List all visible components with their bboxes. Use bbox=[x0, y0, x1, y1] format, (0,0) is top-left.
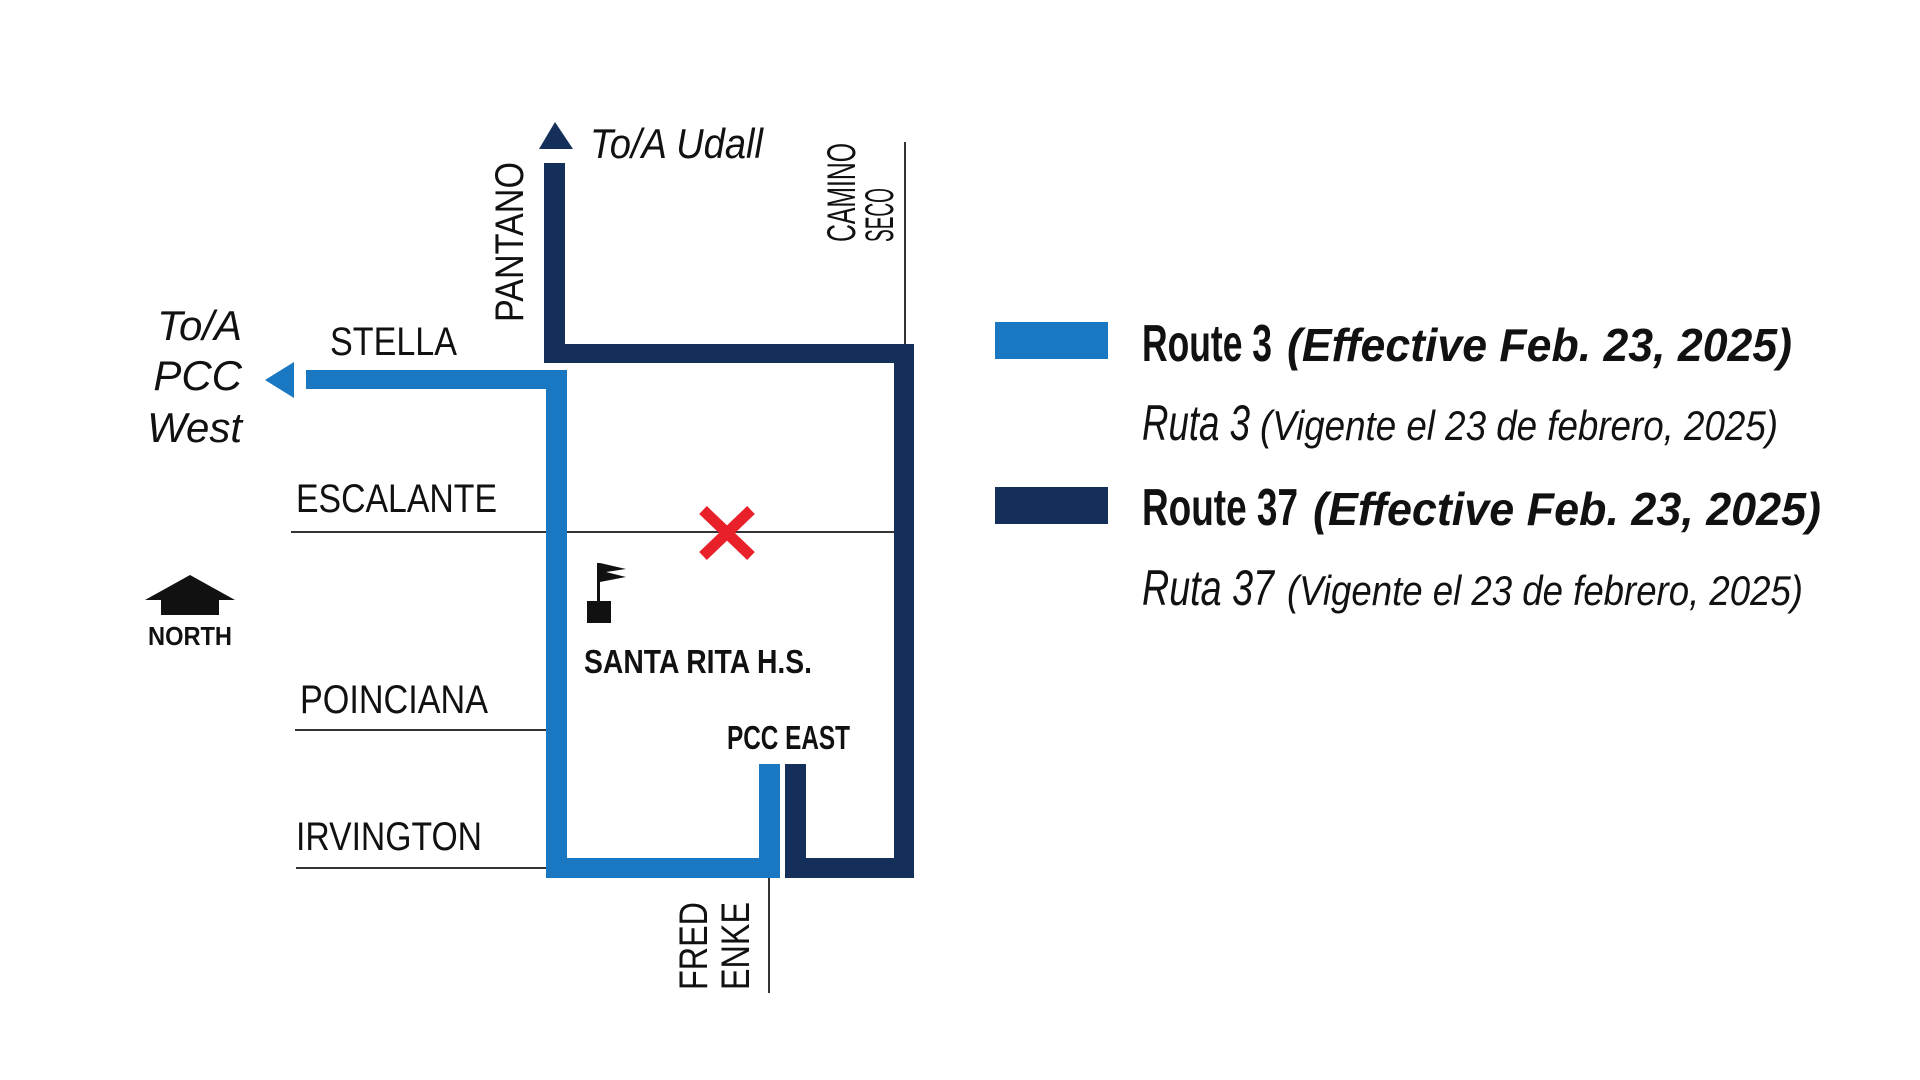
ruta-3-name: Ruta 3 bbox=[1142, 395, 1250, 451]
poinciana-street-label: POINCIANA bbox=[300, 678, 488, 722]
route-3-path bbox=[265, 362, 780, 878]
closure-x-icon bbox=[699, 506, 755, 560]
route-37-title: Route 37 (Effective Feb. 23, 2025) bbox=[1142, 473, 1842, 548]
seco-street-label: SECO bbox=[858, 188, 902, 242]
stella-street-label: STELLA bbox=[330, 320, 457, 364]
ruta-3-subtitle: Ruta 3 (Vigente el 23 de febrero, 2025) bbox=[1142, 392, 1832, 467]
pcc-west-destination-line-3: West bbox=[147, 404, 244, 451]
pcc-east-label: PCC EAST bbox=[727, 719, 850, 756]
route-37-path bbox=[539, 122, 914, 878]
route-37-swatch bbox=[995, 487, 1108, 524]
camino-street-label: CAMINO bbox=[820, 143, 864, 242]
udall-destination-label: To/A Udall bbox=[590, 120, 765, 167]
route-3-title: Route 3 (Effective Feb. 23, 2025) bbox=[1142, 310, 1832, 385]
school-flag-icon bbox=[587, 563, 626, 623]
north-arrow-icon bbox=[145, 575, 235, 615]
route-3-name: Route 3 bbox=[1142, 315, 1272, 373]
fred-street-label: FRED bbox=[672, 902, 716, 990]
irvington-street-label: IRVINGTON bbox=[296, 815, 482, 859]
route-3-effective: (Effective Feb. 23, 2025) bbox=[1287, 319, 1792, 371]
route-3-title-svg: Route 3 (Effective Feb. 23, 2025) bbox=[1142, 315, 1792, 373]
north-label: NORTH bbox=[148, 621, 232, 651]
ruta-37-subtitle: Ruta 37 (Vigente el 23 de febrero, 2025) bbox=[1142, 554, 1842, 629]
enke-street-label: ENKE bbox=[714, 902, 758, 990]
route-37-title-svg: Route 37 (Effective Feb. 23, 2025) bbox=[1142, 479, 1821, 537]
street-lines bbox=[291, 142, 906, 993]
ruta-3-subtitle-svg: Ruta 3 (Vigente el 23 de febrero, 2025) bbox=[1142, 395, 1778, 451]
route-37-name: Route 37 bbox=[1142, 479, 1298, 537]
pcc-west-destination-line-1: To/A bbox=[157, 302, 242, 349]
ruta-37-name: Ruta 37 bbox=[1142, 560, 1276, 616]
santa-rita-hs-label: SANTA RITA H.S. bbox=[584, 643, 812, 680]
route-37-effective: (Effective Feb. 23, 2025) bbox=[1313, 483, 1821, 535]
pcc-west-destination-line-2: PCC bbox=[153, 352, 242, 399]
pantano-street-label: PANTANO bbox=[488, 162, 532, 322]
escalante-street-label: ESCALANTE bbox=[296, 477, 497, 521]
arrow-west-pcc-icon bbox=[265, 362, 294, 398]
arrow-north-udall-icon bbox=[539, 122, 573, 149]
ruta-37-subtitle-svg: Ruta 37 (Vigente el 23 de febrero, 2025) bbox=[1142, 560, 1803, 616]
route-3-swatch bbox=[995, 322, 1108, 359]
ruta-3-vigente: (Vigente el 23 de febrero, 2025) bbox=[1260, 402, 1778, 449]
ruta-37-vigente: (Vigente el 23 de febrero, 2025) bbox=[1287, 567, 1803, 614]
